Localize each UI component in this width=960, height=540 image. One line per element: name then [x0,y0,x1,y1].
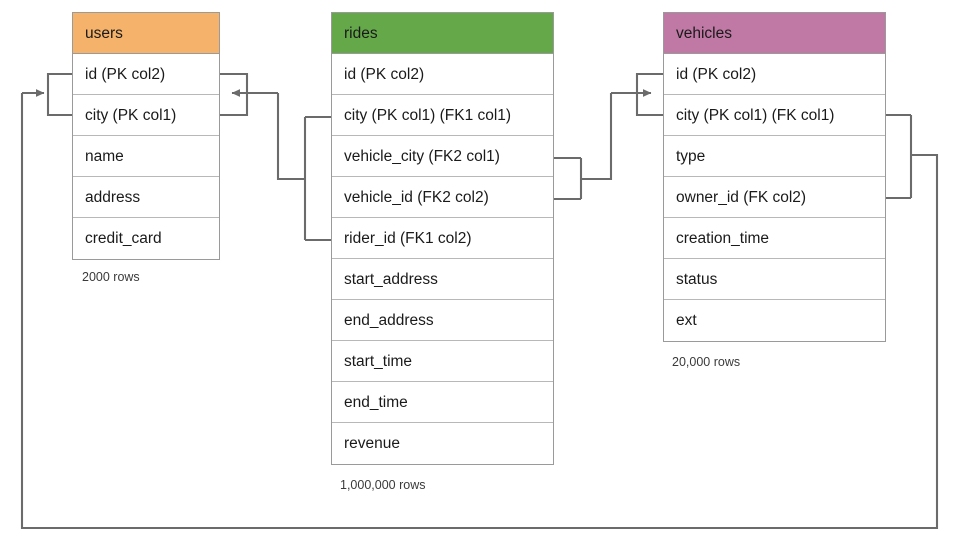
table-rides-column-start-time[interactable]: start_time [332,341,553,382]
table-rides-column-end-address[interactable]: end_address [332,300,553,341]
table-users[interactable]: users id (PK col2) city (PK col1) name a… [72,12,220,260]
table-vehicles-column-city[interactable]: city (PK col1) (FK col1) [664,95,885,136]
table-vehicles-column-ext[interactable]: ext [664,300,885,341]
table-vehicles-row-count: 20,000 rows [672,355,741,369]
table-rides-column-vehicle-id[interactable]: vehicle_id (FK2 col2) [332,177,553,218]
table-vehicles[interactable]: vehicles id (PK col2) city (PK col1) (FK… [663,12,886,342]
vehicles-left-bracket [635,72,663,117]
relationship-line-vehicles-fk-to-users-wrap [20,93,939,530]
table-rides-row-count: 1,000,000 rows [340,478,426,492]
table-rides-column-revenue[interactable]: revenue [332,423,553,464]
table-rides-column-start-address[interactable]: start_address [332,259,553,300]
table-users-column-address[interactable]: address [73,177,219,218]
relationship-line-rides-fk2-to-vehicles-run [581,93,613,181]
table-vehicles-column-id[interactable]: id (PK col2) [664,54,885,95]
users-right-bracket [220,72,249,117]
table-rides-column-end-time[interactable]: end_time [332,382,553,423]
table-rides-header[interactable]: rides [332,13,553,54]
table-users-column-credit-card[interactable]: credit_card [73,218,219,259]
table-users-column-id[interactable]: id (PK col2) [73,54,219,95]
table-vehicles-column-type[interactable]: type [664,136,885,177]
table-rides-column-rider-id[interactable]: rider_id (FK1 col2) [332,218,553,259]
table-rides-column-city[interactable]: city (PK col1) (FK1 col1) [332,95,553,136]
table-rides[interactable]: rides id (PK col2) city (PK col1) (FK1 c… [331,12,554,465]
relationship-line-rides-fk1-to-users-run [276,93,305,181]
users-left-bracket [46,72,72,117]
table-vehicles-column-owner-id[interactable]: owner_id (FK col2) [664,177,885,218]
table-vehicles-column-creation-time[interactable]: creation_time [664,218,885,259]
table-users-column-city[interactable]: city (PK col1) [73,95,219,136]
table-vehicles-column-status[interactable]: status [664,259,885,300]
table-vehicles-header[interactable]: vehicles [664,13,885,54]
table-rides-column-vehicle-city[interactable]: vehicle_city (FK2 col1) [332,136,553,177]
table-users-header[interactable]: users [73,13,219,54]
table-rides-column-id[interactable]: id (PK col2) [332,54,553,95]
table-users-row-count: 2000 rows [82,270,140,284]
table-users-column-name[interactable]: name [73,136,219,177]
